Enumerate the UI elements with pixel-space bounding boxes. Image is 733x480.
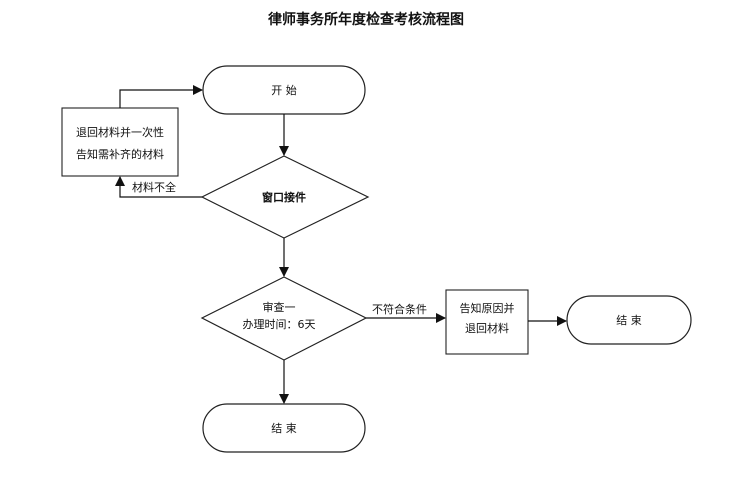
end-main-node: 结 束 xyxy=(202,403,366,453)
window-receive-label: 窗口接件 xyxy=(262,190,306,204)
edge-label-incomplete: 材料不全 xyxy=(132,180,176,194)
notify-reason-box: 告知原因并 退回材料 xyxy=(445,289,529,355)
diagram-title: 律师事务所年度检查考核流程图 xyxy=(268,11,464,28)
edge-window-to-return xyxy=(115,176,202,198)
return-materials-line1: 退回材料并一次性 xyxy=(76,125,164,139)
review-decision: 审查一 办理时间：6天 xyxy=(200,276,368,361)
review-line1: 审查一 xyxy=(263,300,296,314)
return-materials-line2: 告知需补齐的材料 xyxy=(76,147,164,161)
edge-return-to-start xyxy=(119,85,203,108)
notify-reason-line2: 退回材料 xyxy=(465,321,509,335)
window-receive-decision: 窗口接件 xyxy=(200,155,370,239)
start-node: 开 始 xyxy=(202,65,366,115)
end-side-node: 结 束 xyxy=(566,295,692,345)
notify-reason-line1: 告知原因并 xyxy=(460,301,515,315)
start-node-label: 开 始 xyxy=(271,83,297,97)
return-materials-box: 退回材料并一次性 告知需补齐的材料 xyxy=(61,107,179,177)
review-line2: 办理时间：6天 xyxy=(243,318,316,331)
edge-label-not-qualified: 不符合条件 xyxy=(372,302,427,316)
end-main-label: 结 束 xyxy=(271,422,297,435)
end-side-label: 结 束 xyxy=(616,314,642,327)
